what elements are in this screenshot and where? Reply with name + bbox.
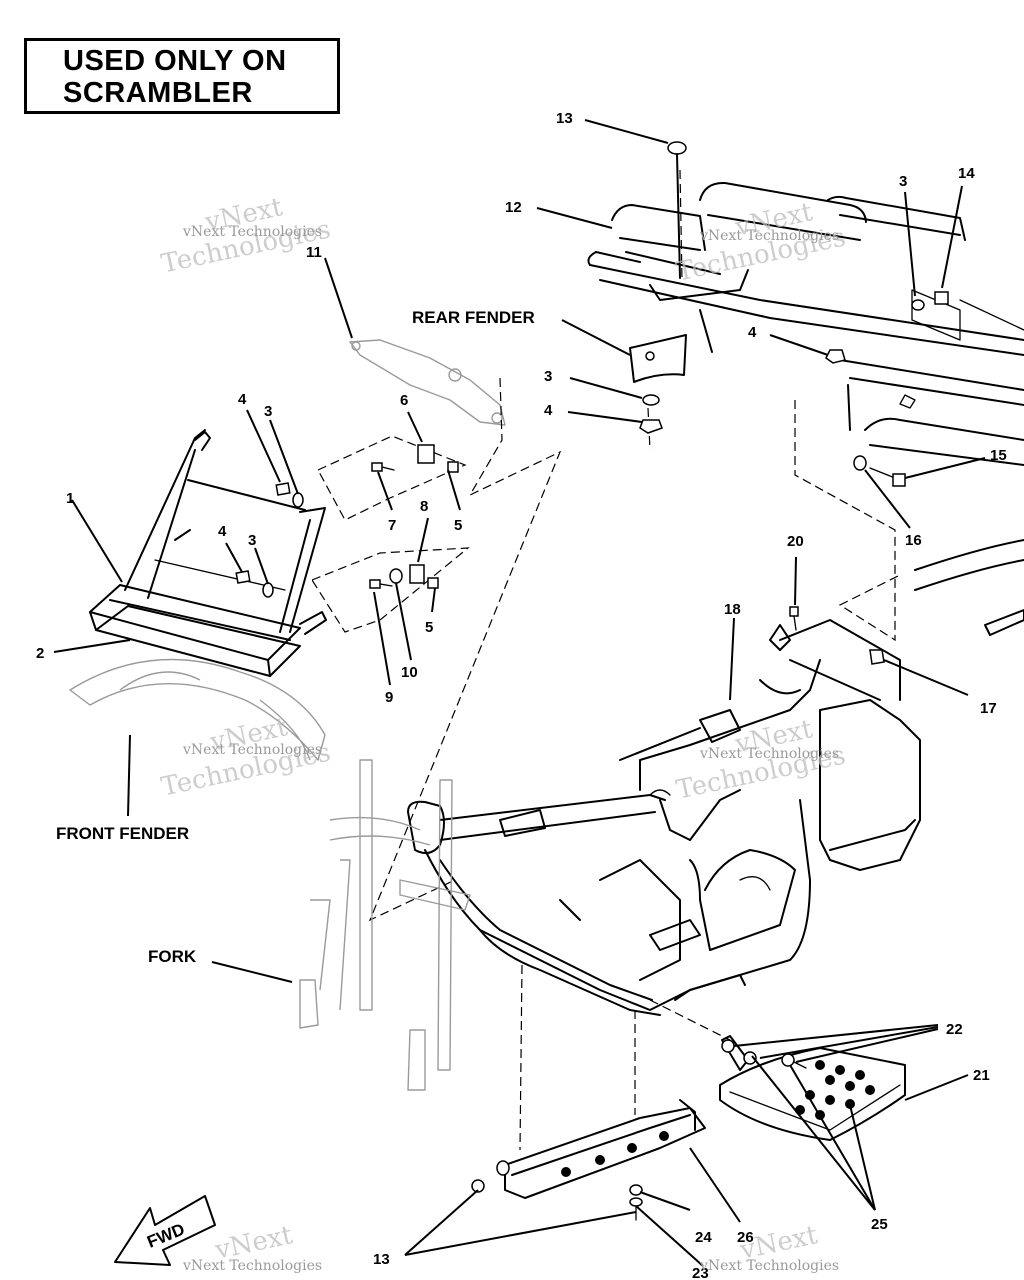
callout-14: 14 [958,165,975,182]
front-mount-zone-lower [311,547,470,633]
side-bar [914,539,1024,571]
callout-17: 17 [980,700,997,717]
front-fender-part [69,658,326,761]
callout-4-fender: 4 [544,402,553,419]
rack-bolt-axis [679,169,683,281]
callout-26: 26 [737,1229,754,1246]
skid-plate [471,1099,706,1221]
footrest-axis [649,999,731,1041]
rear-fender-part [629,334,687,383]
fork-label: FORK [148,947,197,966]
callout-13-top: 13 [556,110,573,127]
callout-5-upper: 5 [454,517,462,534]
rear-hardware [639,141,949,665]
callout-3-front-lower: 3 [248,532,256,549]
callout-18: 18 [724,601,741,618]
callout-5-lower: 5 [425,619,433,636]
callout-21: 21 [973,1067,990,1084]
callout-1: 1 [66,490,74,507]
front-fender-label: FRONT FENDER [56,824,189,843]
callout-2: 2 [36,645,44,662]
callout-13-bottom: 13 [373,1251,390,1268]
callout-4-front-lower: 4 [218,523,227,540]
forward-arrow: FWD [114,1195,216,1266]
callout-9: 9 [385,689,393,706]
callout-22: 22 [946,1021,963,1038]
callout-10: 10 [401,664,418,681]
footrest [719,1035,906,1141]
notice-line-2: SCRAMBLER [63,77,253,109]
notice-line-1: USED ONLY ON [63,45,287,77]
side-bar-end [984,609,1024,636]
side-bar-lower [914,559,1024,591]
front-rack [89,429,327,677]
callout-3-front-upper: 3 [264,403,272,420]
callout-16: 16 [905,532,922,549]
frame-alignment-line [368,377,562,922]
callout-4-front-upper: 4 [238,391,247,408]
rear-fender-label: REAR FENDER [412,308,535,327]
rear-fender-hole [645,351,655,361]
callout-20: 20 [787,533,804,550]
bracket-11 [349,339,506,426]
callout-25: 25 [871,1216,888,1233]
leader-lines [53,119,986,1267]
scrambler-notice-box: USED ONLY ON SCRAMBLER [24,38,340,114]
callout-12: 12 [505,199,522,216]
rack-alignment-line [794,400,901,642]
callout-23: 23 [692,1265,709,1280]
front-mount-zone-upper [317,435,467,521]
callout-24: 24 [695,1229,712,1246]
rear-rack [587,181,1024,466]
callout-3-fender: 3 [544,368,552,385]
callout-15: 15 [990,447,1007,464]
callout-3-rack: 3 [899,173,907,190]
callout-4-rack: 4 [748,324,757,341]
callout-8: 8 [420,498,428,515]
front-hardware [235,444,459,598]
skid-plate-axis-left [519,964,523,1151]
fork-assembly [299,759,471,1091]
fwd-label: FWD [144,1220,187,1252]
callout-11: 11 [306,244,322,261]
callout-7: 7 [388,517,396,534]
main-frame [407,619,921,1016]
callout-6: 6 [400,392,408,409]
